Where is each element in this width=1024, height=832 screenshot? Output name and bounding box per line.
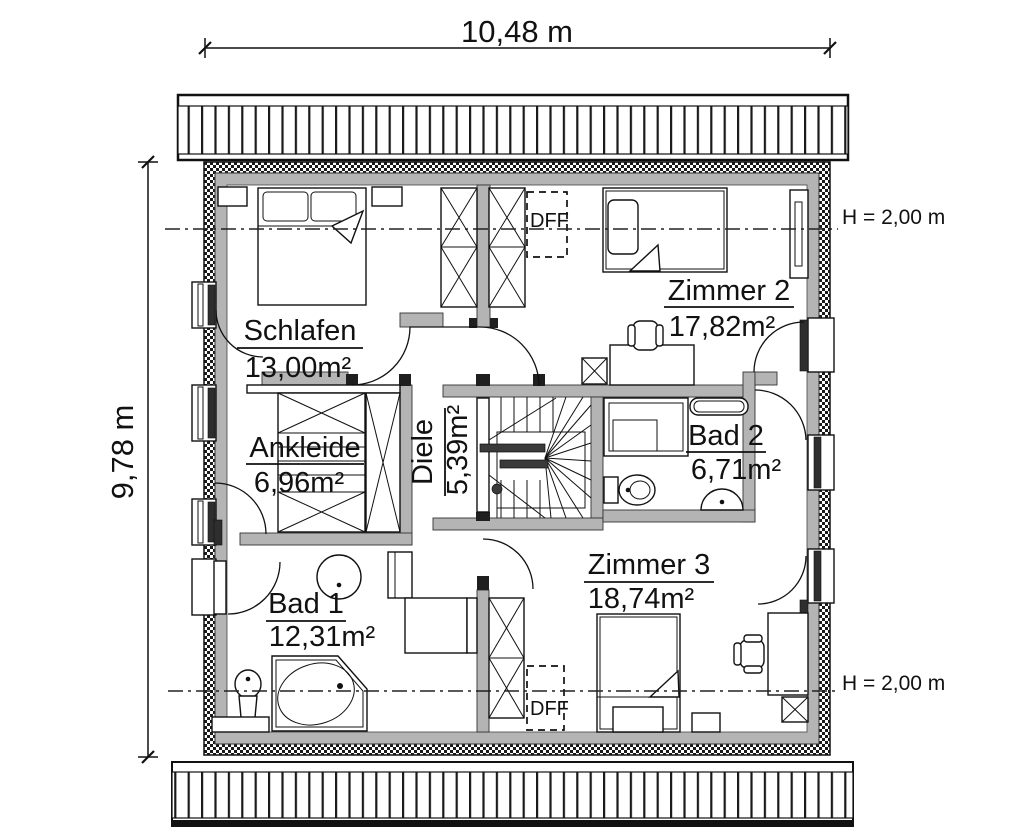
- roof-strip-top: [176, 93, 850, 162]
- roof-strip-bottom: [171, 761, 854, 827]
- washbasin-bad2: [700, 488, 744, 511]
- nightstand: [217, 186, 248, 207]
- wardrobe-right: [488, 187, 526, 308]
- wardrobe-rail: [246, 384, 401, 394]
- toilet-bad2: [603, 474, 656, 506]
- door-swing-arc: [757, 555, 807, 605]
- window-right-3: [799, 548, 835, 633]
- single-bed: [602, 187, 728, 273]
- room-schlafen-furniture: [215, 186, 403, 358]
- hall-cabinet: [404, 597, 478, 654]
- height-label-top: H = 2,00 m: [842, 206, 945, 229]
- room-name: Ankleide: [249, 432, 360, 464]
- door-swing-arc: [754, 389, 807, 441]
- room-area: 5,39m²: [442, 405, 474, 496]
- room-schlafen-label: Schlafen 13,00m²: [237, 315, 363, 384]
- stairs: [476, 396, 592, 519]
- double-bed: [257, 187, 367, 306]
- door-swing-arc: [753, 321, 805, 373]
- door-swing-arc: [482, 538, 534, 590]
- window-left-3: [191, 498, 217, 546]
- room-name: Zimmer 3: [588, 549, 710, 581]
- room-bad1-label: Bad 1 12,31m²: [266, 588, 376, 653]
- room-area: 6,71m²: [691, 454, 782, 486]
- wardrobe-vertical: [365, 392, 401, 533]
- roof-window-bottom: [526, 665, 565, 731]
- door-swing-arc: [227, 561, 281, 615]
- room-name: Zimmer 2: [668, 275, 790, 307]
- desk-chair: [733, 634, 765, 674]
- radiator: [689, 397, 749, 416]
- bathroom-cabinet: [387, 551, 413, 599]
- window-swing-arc: [215, 309, 264, 358]
- wardrobe: [488, 597, 525, 719]
- room-bad2-furniture: [603, 389, 807, 511]
- room-area: 18,74m²: [588, 583, 695, 615]
- bath-shelf: [211, 716, 270, 733]
- room-name: Bad 1: [268, 588, 344, 620]
- window-left-1: [191, 281, 217, 329]
- window-right-2: [807, 434, 835, 491]
- dimension-width-label: 10,48 m: [461, 14, 573, 49]
- room-zimmer2-label: Zimmer 2 17,82m²: [664, 275, 794, 343]
- shower: [603, 397, 689, 457]
- window-left-2: [191, 384, 217, 442]
- desk: [609, 344, 695, 386]
- dimension-line-left: [138, 155, 158, 764]
- room-name: Schlafen: [244, 315, 357, 347]
- room-name: Bad 2: [688, 420, 764, 452]
- bedside-table: [691, 712, 721, 733]
- double-door-swing-arc: [351, 326, 540, 387]
- wall-shelf: [789, 189, 809, 279]
- door-swing-arc: [214, 482, 267, 535]
- room-area: 12,31m²: [269, 621, 376, 653]
- nightstand: [371, 186, 403, 207]
- room-zimmer3-label: Zimmer 3 18,74m²: [584, 549, 714, 615]
- single-bed: [596, 613, 681, 733]
- roof-window-label-bottom: DFF: [530, 698, 569, 720]
- washbasin: [316, 554, 362, 600]
- wardrobe-horizontal: [277, 392, 366, 533]
- side-table: [781, 696, 809, 723]
- room-bad2-label: Bad 2 6,71m²: [686, 420, 781, 486]
- room-ankleide-furniture: [214, 384, 401, 535]
- desk-chair: [627, 320, 664, 351]
- corner-bathtub: [271, 655, 368, 732]
- stair-handrail: [499, 459, 549, 469]
- height-label-bottom: H = 2,00 m: [842, 672, 945, 695]
- room-area: 17,82m²: [669, 311, 776, 343]
- room-diele-label: Diele 5,39m²: [407, 405, 474, 496]
- room-zimmer2-furniture: [440, 187, 809, 386]
- room-area: 13,00m²: [245, 352, 352, 384]
- desk: [767, 612, 809, 696]
- dimension-line-top: [198, 38, 837, 58]
- wardrobe-left: [440, 187, 478, 308]
- stair-handrail: [479, 443, 546, 453]
- room-bad1-furniture: [211, 551, 478, 733]
- door-bad1-exterior: [191, 558, 227, 616]
- stair-newel: [491, 483, 503, 495]
- roof-window-top: [526, 191, 568, 258]
- room-zimmer3-furniture: [482, 538, 809, 733]
- dimension-height-label: 9,78 m: [105, 405, 140, 500]
- wall-posts: [213, 318, 545, 590]
- window-right-1: [799, 317, 835, 373]
- room-area: 6,96m²: [254, 467, 345, 499]
- room-name: Diele: [407, 419, 439, 485]
- room-ankleide-label: Ankleide 6,96m²: [246, 432, 364, 499]
- side-table: [581, 357, 608, 385]
- interior-walls: [239, 184, 778, 733]
- roof-window-label-top: DFF: [530, 210, 569, 232]
